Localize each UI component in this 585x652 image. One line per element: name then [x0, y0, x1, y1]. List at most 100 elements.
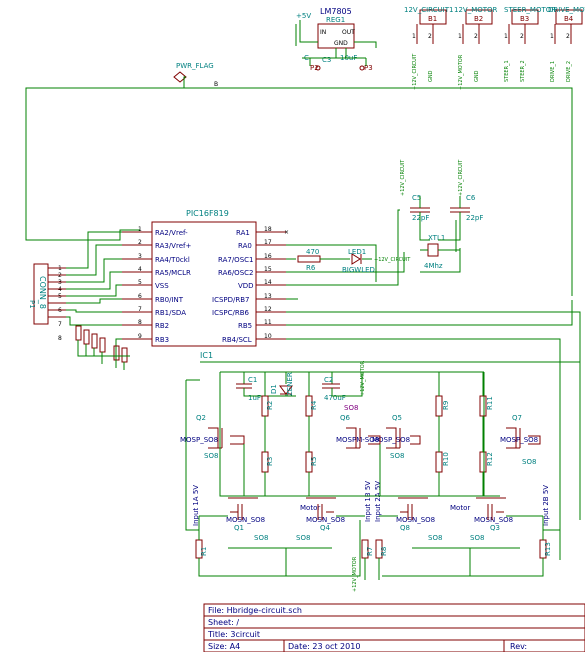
r12-label: R12 [486, 452, 494, 466]
c5-val: 22pF [412, 214, 429, 222]
mcu-rnum10: 10 [264, 333, 272, 340]
q1-label: Q1 [234, 524, 244, 532]
q5-type: MOSP_SO8 [372, 436, 410, 444]
q3-pkg: SO8 [470, 534, 484, 542]
b4-pin1: 1 [550, 33, 554, 40]
b3-name: B3 [520, 15, 529, 23]
r6-val: 470 [306, 248, 319, 256]
b1-label: 12V_CIRCUIT1 [404, 6, 453, 14]
motor-net: +12V_MOTOR [360, 360, 366, 396]
mcu-lpin7: RB1/SDA [155, 309, 186, 317]
mcu-rpin16: RA7/OSC1 [218, 256, 253, 264]
c1-ref: C1 [248, 376, 257, 384]
b4-net1: DRIVE_1 [550, 61, 556, 82]
tb-sheet: Sheet: / [208, 618, 239, 627]
mcu-rpin11: RB5 [238, 322, 252, 330]
mcu-rnum18: 18 [264, 226, 272, 233]
b2-name: B2 [474, 15, 483, 23]
c6-net: +12V_CIRCUIT [458, 159, 464, 196]
tb-file: File: Hbridge-circuit.sch [208, 606, 302, 615]
motor-left: Motor [300, 504, 320, 512]
svg-text:×: × [284, 229, 289, 236]
r3-label: R3 [266, 457, 274, 466]
header-pin7: 7 [58, 321, 62, 328]
b1-net2: GND [428, 70, 434, 82]
mcu-lpin5: VSS [155, 282, 169, 290]
q4-pkg: SO8 [296, 534, 310, 542]
c1-val: 1uF [248, 394, 261, 402]
regulator-name: REG1 [326, 16, 345, 24]
q4-label: Q4 [320, 524, 331, 532]
r7-label: R7 [366, 547, 374, 556]
q3-label: Q3 [490, 524, 500, 532]
title-block: File: Hbridge-circuit.sch Sheet: / Title… [203, 603, 585, 652]
tb-size: Size: A4 [208, 642, 240, 651]
pwr-flag-label: PWR_FLAG [176, 62, 214, 70]
mcu-lpin9: RB3 [155, 336, 169, 344]
mcu-rpin17: RA0 [238, 242, 252, 250]
q8-type: MOSN_SO8 [396, 516, 435, 524]
q4-type: MOSN_SO8 [306, 516, 345, 524]
b3-pin2: 2 [520, 33, 524, 40]
q2-label: Q2 [196, 414, 206, 422]
b4-label: DRIVE_MOTOR [548, 6, 585, 14]
led-part: BIGWLED [342, 266, 375, 274]
c5-net: +12V_CIRCUIT [400, 159, 406, 196]
regulator-part: LM7805 [320, 7, 352, 16]
plus5v-label: +5V [296, 12, 311, 20]
regulator: LM7805 REG1 IN OUT GND +5V P2 P3 C3 10uF… [296, 7, 373, 72]
pwr-flag: PWR_FLAG [173, 62, 214, 83]
mcu-rnum14: 14 [264, 279, 272, 286]
q1-pkg: SO8 [254, 534, 268, 542]
b2-pin1: 1 [458, 33, 462, 40]
header-ref: P1 [28, 300, 36, 309]
r9-label: R9 [442, 401, 450, 410]
mcu-lpin2: RA3/Vref+ [155, 242, 191, 250]
b2-pin2: 2 [474, 33, 478, 40]
q7-pkg: SO8 [522, 458, 536, 466]
r10-label: R10 [442, 452, 450, 466]
mcu-rpin14: VDD [238, 282, 254, 290]
c2-ref: C2 [324, 376, 333, 384]
c2-val: 470uF [324, 394, 346, 402]
c6-ref: C6 [466, 194, 476, 202]
mcu-lnum9: 9 [138, 333, 142, 340]
mcu-rnum12: 12 [264, 306, 272, 313]
q8-label: Q8 [400, 524, 410, 532]
led-net: +12V_CIRCUIT [374, 257, 411, 263]
mcu-lpin6: RB0/INT [155, 296, 184, 304]
q6-type: MOSPM-SO8 [336, 436, 379, 444]
q3-type: MOSN_SO8 [474, 516, 513, 524]
b3-net2: STEER_2 [520, 60, 526, 82]
q7-type: MOSP_SO8 [500, 436, 538, 444]
header-pin8: 8 [58, 335, 62, 342]
mcu-lnum5: 5 [138, 279, 142, 286]
mcu-lpin8: RB2 [155, 322, 169, 330]
mcu-lnum8: 8 [138, 319, 142, 326]
b3-pin1: 1 [504, 33, 508, 40]
b2-label: 12V_MOTOR [454, 6, 498, 14]
mcu-rnum15: 15 [264, 266, 272, 273]
mcu-lpin1: RA2/Vref- [155, 229, 188, 237]
b4-name: B4 [564, 15, 574, 23]
header-name: CONN_8 [38, 276, 47, 309]
mcu-rpin10: RB4/SCL [222, 336, 252, 344]
svg-text:+12V_MOTOR: +12V_MOTOR [352, 556, 358, 592]
b1-name: B1 [428, 15, 437, 23]
d1-ref: D1 [270, 384, 278, 394]
mcu-lnum1: 1 [138, 226, 142, 233]
mcu-lnum7: 7 [138, 306, 142, 313]
reg-in-label: IN [320, 29, 326, 36]
mcu-rpin13: ICSPD/RB7 [212, 296, 250, 304]
q8-pkg: SO8 [428, 534, 442, 542]
xtal-ref: XTL1 [428, 234, 445, 242]
c6-val: 22pF [466, 214, 483, 222]
so8-top: SO8 [344, 404, 358, 412]
b4-net2: DRIVE_2 [566, 61, 572, 82]
pic-mcu: PIC16F819 IC1 RA2/Vref- RA3/Vref+ RA4/T0… [138, 209, 272, 360]
b2-net2: GND [474, 70, 480, 82]
b4-pin2: 2 [566, 33, 570, 40]
r2-label: R2 [266, 401, 274, 410]
b2-net1: +12V_MOTOR [458, 54, 464, 90]
